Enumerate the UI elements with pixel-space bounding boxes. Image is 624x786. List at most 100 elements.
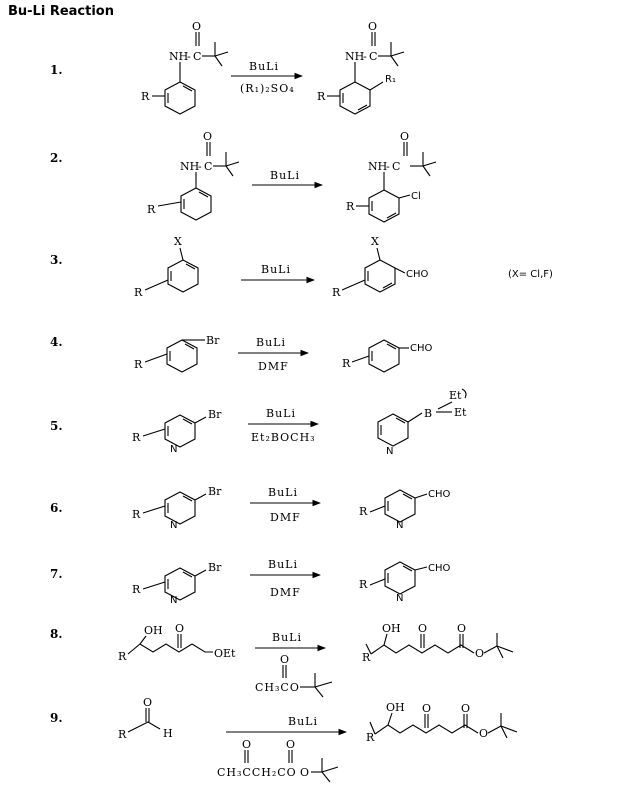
reagent-above: BuLi — [272, 631, 302, 644]
product-alkylated-anilide: R₁ R NH - C O — [317, 20, 405, 115]
reaction-6: 6. N Br R BuLi DMF N CHO R — [50, 485, 451, 531]
atom-label: NH — [345, 50, 364, 63]
atom-label: R — [147, 203, 156, 216]
reagent-below: Et₂BOCH₃ — [251, 431, 316, 444]
reagent-above: BuLi — [266, 407, 296, 420]
atom-label: O — [418, 622, 427, 635]
product-halobenzaldehyde: X CHO R — [332, 235, 429, 299]
reaction-1: 1. R NH - C O BuLi (R₁)₂SO₄ R₁ — [50, 20, 405, 115]
atom-label: R₁ — [385, 74, 396, 85]
reactant-bromopyridine: N Br R — [132, 485, 222, 531]
atom-label: CHO — [428, 563, 451, 574]
product-benzaldehyde: CHO R — [342, 339, 433, 373]
atom-label: OH — [144, 624, 163, 637]
atom-label: R — [134, 286, 143, 299]
atom-label: Br — [206, 334, 220, 347]
reagent-above: BuLi — [256, 336, 286, 349]
atom-label: R — [346, 200, 355, 213]
product-chloro-anilide: Cl R NH - C O — [346, 130, 437, 223]
atom-label: CHO — [428, 489, 451, 500]
atom-label: O — [475, 647, 484, 660]
atom-label: R — [342, 357, 351, 370]
atom-label: R — [134, 358, 143, 371]
reaction-number: 8. — [50, 627, 63, 641]
reagent-above: BuLi — [288, 715, 318, 728]
atom-label: O — [286, 738, 295, 751]
atom-label: R — [141, 90, 150, 103]
atom-label: - — [386, 160, 390, 173]
atom-label: OH — [382, 622, 401, 635]
reaction-number: 1. — [50, 63, 63, 77]
atom-label: N — [396, 520, 403, 531]
atom-label: C — [204, 160, 212, 173]
reaction-2: 2. R NH - C O BuLi Cl R NH - C — [50, 130, 437, 223]
reagent-tert-butyl-acetoacetate: CH₃CCH₂CO O O O — [217, 738, 339, 783]
page-title: Bu-Li Reaction — [8, 4, 114, 19]
reactant-bromobenzene: Br R — [134, 334, 220, 373]
atom-label: N — [170, 595, 177, 606]
reaction-number: 2. — [50, 151, 63, 165]
atom-label: O — [143, 696, 152, 709]
atom-label: Cl — [411, 191, 421, 202]
reagent-tert-butyl-acetate: CH₃CO O — [255, 653, 333, 698]
atom-label: R — [132, 583, 141, 596]
reactant-pivaloyl-anilide: R NH - C O — [141, 20, 229, 115]
reaction-number: 6. — [50, 501, 63, 515]
reactant-bromopyridine: N Br R — [132, 408, 222, 455]
atom-label: Br — [208, 408, 222, 421]
atom-label: R — [332, 286, 341, 299]
atom-label: O — [400, 130, 409, 143]
reagent-above: BuLi — [268, 486, 298, 499]
atom-label: Et — [454, 406, 467, 419]
atom-label: OH — [386, 701, 405, 714]
atom-label: R — [359, 505, 368, 518]
reaction-number: 9. — [50, 711, 63, 725]
reaction-number: 7. — [50, 567, 63, 581]
reaction-number: 4. — [50, 335, 63, 349]
atom-label: O — [479, 727, 488, 740]
atom-label: O — [461, 702, 470, 715]
atom-label: R — [317, 90, 326, 103]
atom-label: C — [392, 160, 400, 173]
substituent-note: (X= Cl,F) — [508, 269, 553, 280]
reactant-halobenzene: X R — [134, 235, 199, 299]
atom-label: N — [386, 446, 393, 457]
atom-label: N — [170, 444, 177, 455]
reagent-below: CH₃CCH₂CO — [217, 766, 297, 779]
reagent-below: DMF — [270, 511, 301, 524]
reagent-below: (R₁)₂SO₄ — [240, 82, 295, 95]
atom-label: N — [396, 593, 403, 604]
atom-label: R — [132, 508, 141, 521]
atom-label: CHO — [406, 269, 429, 280]
atom-label: Br — [208, 561, 222, 574]
product-beta-keto-ester: R OH O O O — [366, 701, 518, 744]
reactant-pivaloyl-anilide: R NH - C O — [147, 130, 240, 221]
reaction-9: 9. R O H BuLi CH₃CCH₂CO O O O R OH O — [50, 696, 518, 783]
atom-label: O — [203, 130, 212, 143]
reagent-above: BuLi — [249, 60, 279, 73]
product-pyridinecarboxaldehyde: N CHO R — [359, 561, 451, 604]
atom-label: O — [192, 20, 201, 33]
atom-label: R — [362, 651, 371, 664]
atom-label: X — [371, 235, 379, 248]
atom-label: O — [242, 738, 251, 751]
atom-label: OEt — [214, 647, 236, 660]
reaction-number: 5. — [50, 419, 63, 433]
reagent-above: BuLi — [268, 558, 298, 571]
reagent-below: CH₃CO — [255, 681, 300, 694]
reaction-3: 3. X R BuLi X CHO R (X= Cl,F) — [50, 235, 553, 299]
atom-label: B — [424, 407, 432, 420]
atom-label: N — [170, 520, 177, 531]
product-pyridylborane: N B Et Et — [377, 388, 467, 457]
atom-label: NH — [180, 160, 199, 173]
reaction-5: 5. N Br R BuLi Et₂BOCH₃ N B Et Et — [50, 388, 467, 457]
atom-label: R — [132, 431, 141, 444]
atom-label: C — [369, 50, 377, 63]
atom-label: O — [280, 653, 289, 666]
reactant-bromopyridine: N Br R — [132, 561, 222, 606]
atom-label: NH — [169, 50, 188, 63]
reagent-ester-oxygen: O — [300, 766, 310, 779]
reactant-hydroxy-ester: R OH O OEt — [118, 622, 236, 663]
product-beta-keto-ester: R OH O O O — [362, 622, 514, 664]
reaction-7: 7. N Br R BuLi DMF N CHO R — [50, 558, 451, 606]
